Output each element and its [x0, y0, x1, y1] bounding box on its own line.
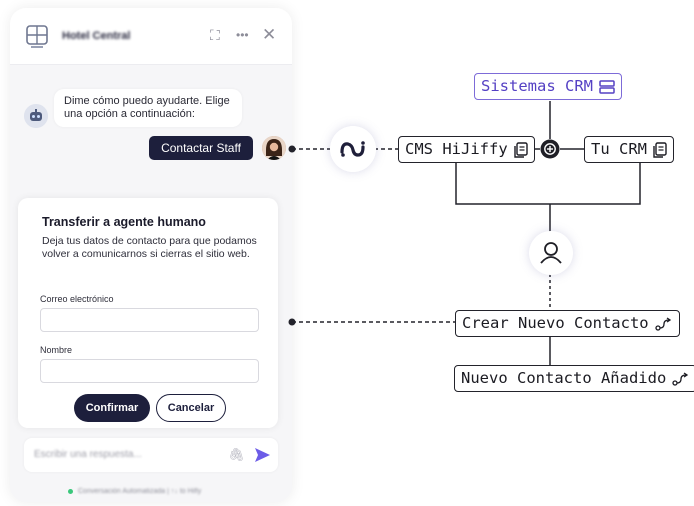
node-sistemas-crm: Sistemas CRM: [474, 73, 622, 100]
confirm-button[interactable]: Confirmar: [74, 394, 150, 422]
reply-input[interactable]: Escribir una respuesta...: [34, 449, 142, 460]
user-message: Contactar Staff: [149, 136, 253, 160]
document-icon: [653, 141, 667, 158]
name-label: Nombre: [40, 345, 73, 355]
server-icon: [599, 79, 615, 94]
more-options-icon[interactable]: •••: [236, 28, 249, 42]
node-crear-nuevo-contacto: Crear Nuevo Contacto: [455, 310, 680, 337]
document-icon: [513, 141, 528, 158]
email-field[interactable]: [40, 308, 259, 332]
connector-bracket: [455, 162, 641, 205]
node-crear-contacto-label: Crear Nuevo Contacto: [462, 314, 649, 332]
form-description: Deja tus datos de contacto para que poda…: [42, 235, 257, 260]
bot-avatar-icon: [24, 104, 48, 128]
node-cms-hijiffy: CMS HiJiffy: [398, 136, 535, 163]
connector-dot-bottom: [288, 318, 296, 326]
node-cms-hijiffy-label: CMS HiJiffy: [405, 140, 508, 158]
name-field[interactable]: [40, 359, 259, 383]
node-tu-crm: Tu CRM: [584, 136, 674, 163]
hotel-name: Hotel Central: [62, 30, 131, 42]
email-label: Correo electrónico: [40, 294, 114, 304]
node-tu-crm-label: Tu CRM: [591, 140, 647, 158]
send-icon[interactable]: [252, 445, 272, 465]
chat-widget: Hotel Central ⛶ ••• ✕ Dime cómo puedo ay…: [10, 8, 292, 502]
expand-icon[interactable]: ⛶: [210, 27, 220, 43]
attach-icon[interactable]: 🖇: [228, 447, 245, 462]
bot-message: Dime cómo puedo ayudarte. Elige una opci…: [54, 89, 242, 127]
online-status-dot: [68, 489, 73, 494]
route-arrow-icon: [672, 371, 689, 386]
node-sistemas-crm-label: Sistemas CRM: [481, 77, 593, 95]
connector-dot-top: [288, 145, 296, 153]
reply-bar[interactable]: Escribir una respuesta... 🖇: [24, 438, 278, 472]
node-nuevo-contacto-anadido: Nuevo Contacto Añadido: [454, 365, 694, 392]
hijiffy-hub-icon: [330, 126, 376, 172]
user-avatar: [262, 136, 286, 160]
node-contacto-anadido-label: Nuevo Contacto Añadido: [461, 369, 667, 387]
close-icon[interactable]: ✕: [262, 25, 277, 44]
route-arrow-icon: [654, 316, 671, 331]
cancel-button[interactable]: Cancelar: [156, 394, 226, 422]
hotel-logo-icon: [26, 25, 48, 48]
widget-footer: Conversación Automatizada | ↑↓ to Hifly: [78, 488, 202, 495]
widget-header: Hotel Central ⛶ ••• ✕: [10, 8, 292, 65]
form-title: Transferir a agente humano: [42, 215, 206, 229]
transfer-form: Transferir a agente humano Deja tus dato…: [18, 198, 278, 428]
user-icon: [529, 231, 573, 275]
